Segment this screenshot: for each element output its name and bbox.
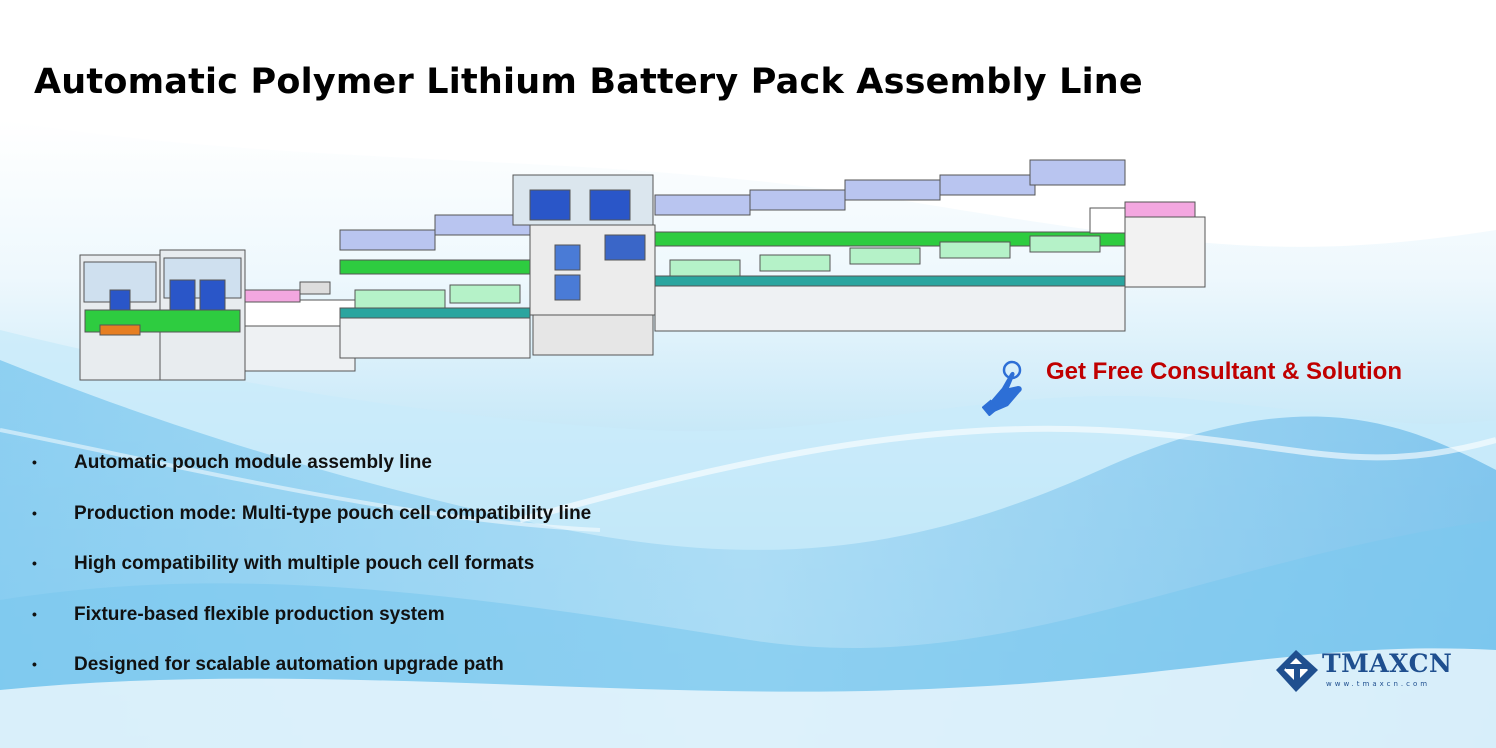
pointing-hand-icon bbox=[982, 360, 1022, 416]
company-logo: TMAXCN www.tmaxcn.com bbox=[1272, 646, 1452, 696]
logo-url: www.tmaxcn.com bbox=[1326, 680, 1431, 688]
feature-text: Designed for scalable automation upgrade… bbox=[74, 654, 504, 675]
assembly-line-illustration bbox=[79, 159, 1206, 381]
feature-text: High compatibility with multiple pouch c… bbox=[74, 553, 535, 574]
bullet: • bbox=[32, 605, 37, 622]
consultation-cta-link[interactable]: Get Free Consultant & Solution bbox=[982, 358, 1402, 416]
bullet: • bbox=[32, 504, 37, 521]
bullet: • bbox=[32, 555, 37, 571]
feature-text: Automatic pouch module assembly line bbox=[74, 452, 432, 473]
bullet: • bbox=[32, 656, 37, 672]
page-title: Automatic Polymer Lithium Battery Pack A… bbox=[34, 62, 1143, 102]
feature-text: Fixture-based flexible production system bbox=[74, 603, 445, 625]
cta-label[interactable]: Get Free Consultant & Solution bbox=[1046, 358, 1403, 385]
feature-text: Production mode: Multi-type pouch cell c… bbox=[74, 502, 592, 524]
bullet: • bbox=[32, 454, 37, 470]
tmaxcn-logo-icon bbox=[1276, 650, 1318, 692]
logo-name: TMAXCN bbox=[1322, 649, 1453, 678]
